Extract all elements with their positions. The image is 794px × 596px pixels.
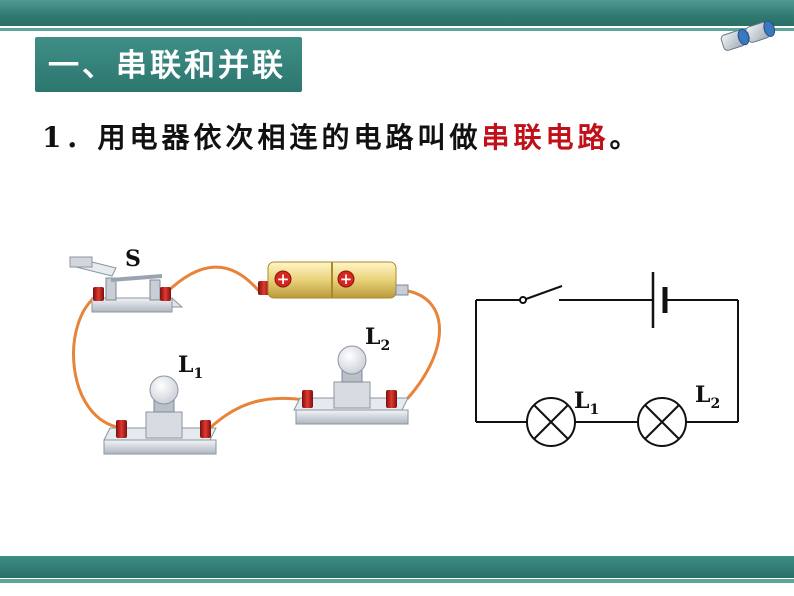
definition-statement: 1．用电器依次相连的电路叫做串联电路。 [42,118,642,158]
schematic-diagram [475,272,739,447]
section-title: 一、串联和并联 [48,48,286,84]
lamp1-holder [103,375,217,455]
bottom-decor-band [0,556,794,578]
statement-highlight: 串联电路 [481,121,610,154]
section-banner [35,37,302,92]
schematic-lamp2-label: L2 [695,382,720,412]
binoculars-icon [720,20,776,51]
lamp2-holder [293,345,409,425]
statement-number: 1． [42,121,98,154]
battery-plus-1: + [277,270,290,288]
top-decor-band [0,0,794,26]
wire-battery-lamp2 [406,289,441,400]
wires [72,265,441,430]
statement-prefix: 用电器依次相连的电路叫做 [97,121,482,154]
knife-switch [69,256,184,313]
schematic-lamp1-label: L1 [574,388,599,418]
top-decor-line [0,28,794,31]
statement-suffix: 。 [609,121,642,154]
wire-lamp1-lamp2 [208,396,307,430]
wire-switch-lamp1 [72,293,124,430]
lamp2-label: L2 [365,324,390,354]
lamp1-label: L1 [178,352,203,382]
battery-pack [258,261,409,299]
switch-label: S [125,246,141,272]
wire-switch-battery [164,265,260,295]
bottom-decor-line [0,579,794,583]
battery-plus-2: + [340,270,353,288]
